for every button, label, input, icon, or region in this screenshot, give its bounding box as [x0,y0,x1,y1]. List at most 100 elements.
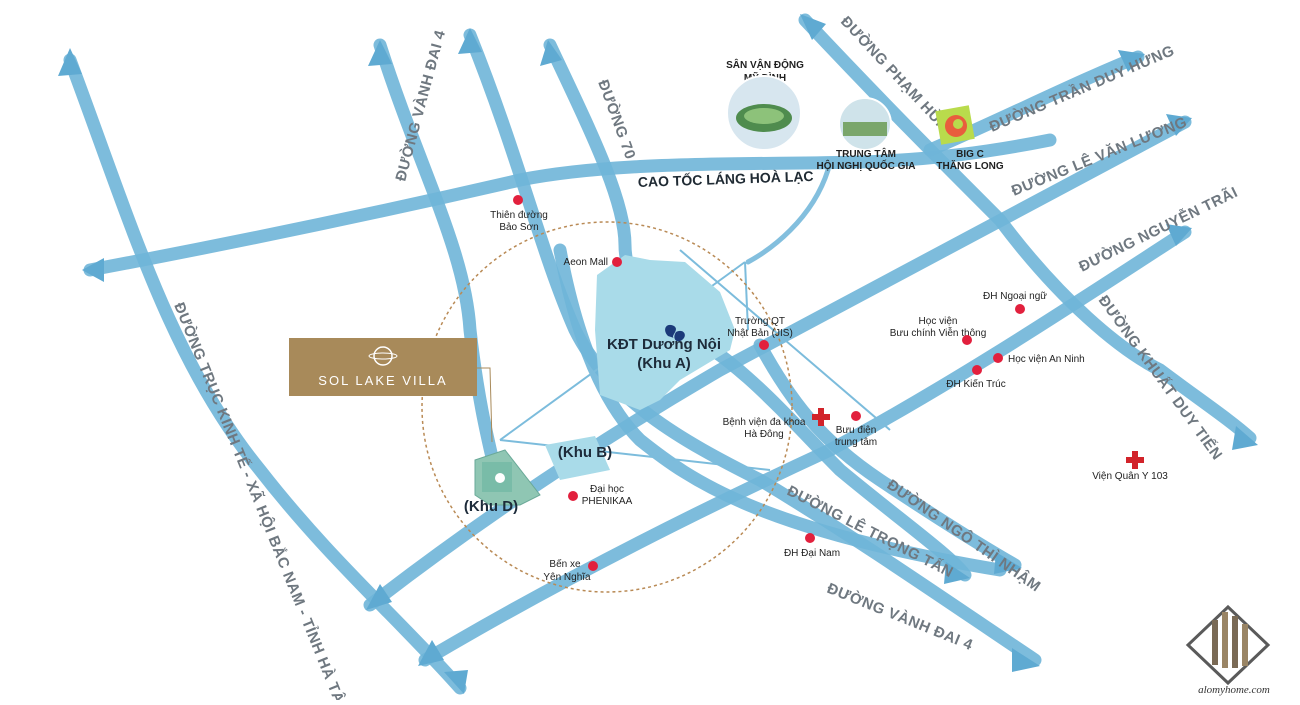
poi-bv-ha-dong-2: Hà Đông [744,429,783,440]
poi-thien-duong-1: Thiên đường [490,210,548,221]
watermark-logo-bar [1232,616,1238,668]
road-arrows [58,14,1258,694]
poi-jis-2: Nhật Bản (JIS) [727,328,793,339]
bigc-logo-inner [953,119,963,129]
poi-marker-ben-xe [588,561,598,571]
poi-marker-dh-kien-truc [972,365,982,375]
poi-marker-phenikaa [568,491,578,501]
zone-label-khu-d: (Khu D) [464,498,518,515]
road-vanh-dai-4-south [463,28,1042,667]
brand-logo-icon [373,346,393,366]
zone-label-khu-a: (Khu A) [637,355,691,372]
road-connector [745,167,831,265]
poi-bv-ha-dong-1: Bệnh viện đa khoa [723,417,806,428]
poi-marker-hv-an-ninh [993,353,1003,363]
zone-khu-d-marker [495,473,505,483]
landmark-bigc: BIG C THĂNG LONG [935,105,1004,172]
bigc-label-1: BIG C [956,149,984,160]
brand-leader-line [477,367,493,443]
poi-dh-dai-nam: ĐH Đại Nam [784,548,840,559]
road-truc-kinh-te [63,53,467,695]
arrow-head [368,40,392,66]
arrow-head [1012,648,1040,672]
road-label-tran-duy-hung: ĐƯỜNG TRẦN DUY HƯNG [987,41,1178,135]
brand-callout: SOL LAKE VILLA [289,338,493,443]
arrow-head [944,562,970,584]
watermark-logo-bar [1242,624,1248,666]
poi-jis-1: Trường QT [735,316,785,327]
arrow-head [1232,426,1258,450]
road-ngo-thi-nham [753,338,1022,572]
poi-ben-xe-1: Bến xe [549,558,581,570]
road-le-trong-tan [553,243,1007,577]
poi-aeon: Aeon Mall [564,257,608,268]
arrow-head [1166,224,1192,246]
watermark-text: alomyhome.com [1198,684,1270,696]
convention-label-2: HỘI NGHỊ QUỐC GIA [817,158,916,172]
road-label-le-van-luong: ĐƯỜNG LÊ VĂN LƯƠNG [1009,113,1190,200]
poi-vien-quan-y: Viện Quân Y 103 [1092,471,1168,482]
poi-marker-thien-duong [513,195,523,205]
bigc-label-2: THĂNG LONG [936,159,1003,172]
road-label-cao-toc: CAO TỐC LÁNG HOÀ LẠC [638,167,814,190]
landmark-stadium: SÂN VẬN ĐỘNG MỸ ĐÌNH [726,58,804,151]
poi-phenikaa-2: PHENIKAA [582,496,633,507]
poi-buu-dien-2: trung tâm [835,437,877,448]
road-cao-toc [83,133,1057,277]
arrow-head [1118,50,1145,72]
road-network [63,13,1257,695]
brand-name: SOL LAKE VILLA [318,373,447,388]
zone-khu-a [595,255,735,410]
poi-hv-buu-chinh-1: Học viện [919,316,958,327]
road-label-nguyen-trai: ĐƯỜNG NGUYỄN TRÃI [1076,183,1241,276]
road-nguyen-trai [418,225,1192,667]
watermark-logo-bar [1222,612,1228,668]
watermark-logo-icon [1185,604,1271,686]
poi-marker-aeon [612,257,622,267]
convention-label-1: TRUNG TÂM [836,147,896,160]
landmark-convention: TRUNG TÂM HỘI NGHỊ QUỐC GIA [817,97,916,172]
zones [421,221,793,593]
arrow-head [82,258,104,282]
stadium-label-1: SÂN VẬN ĐỘNG [726,58,804,71]
radius-circle [421,221,793,593]
brand-logo-ring [368,352,398,360]
arrow-head [994,552,1022,574]
poi-phenikaa-1: Đại học [590,484,624,495]
poi-hv-an-ninh: Học viện An Ninh [1008,354,1085,365]
road-le-van-luong [363,115,1192,612]
road-pham-hung [798,13,1257,445]
hospital-icon [812,408,830,426]
arrow-head [444,670,468,694]
arrow-head [458,28,482,54]
watermark-logo-bar [1212,620,1218,665]
poi-marker-dh-dai-nam [805,533,815,543]
lake-icon [665,324,685,342]
arrow-head [418,640,444,666]
road-vanh-dai-4 [373,38,502,477]
watermark: alomyhome.com [1185,604,1271,696]
poi-thien-duong-2: Bảo Sơn [499,222,538,233]
arrow-head [366,584,392,610]
road-label-khuat-duy-tien: ĐƯỜNG KHUẤT DUY TIẾN [1095,292,1227,464]
zone-label-kdt: KĐT Dương Nội [607,336,721,353]
poi-marker-buu-dien [851,411,861,421]
poi-hv-buu-chinh-2: Bưu chính Viễn thông [890,326,987,339]
arrow-head [800,14,826,40]
convention-lawn [843,122,887,136]
poi-marker-dh-ngoai-ngu [1015,304,1025,314]
zone-labels: KĐT Dương Nội (Khu A) (Khu B) (Khu D) [464,336,721,515]
poi-dh-kien-truc: ĐH Kiến Trúc [946,378,1005,390]
poi-marker-hv-buu-chinh [962,335,972,345]
stadium-field [744,108,784,124]
zone-khu-b [545,436,610,480]
pois: Thiên đường Bảo Sơn Aeon Mall Trường QT … [490,195,1168,583]
arrow-head [1166,114,1192,136]
poi-buu-dien-1: Bưu điện [836,425,877,436]
poi-marker-jis [759,340,769,350]
arrow-head [540,40,562,66]
arrow-head [58,48,82,76]
poi-ben-xe-2: Yên Nghĩa [543,572,591,583]
